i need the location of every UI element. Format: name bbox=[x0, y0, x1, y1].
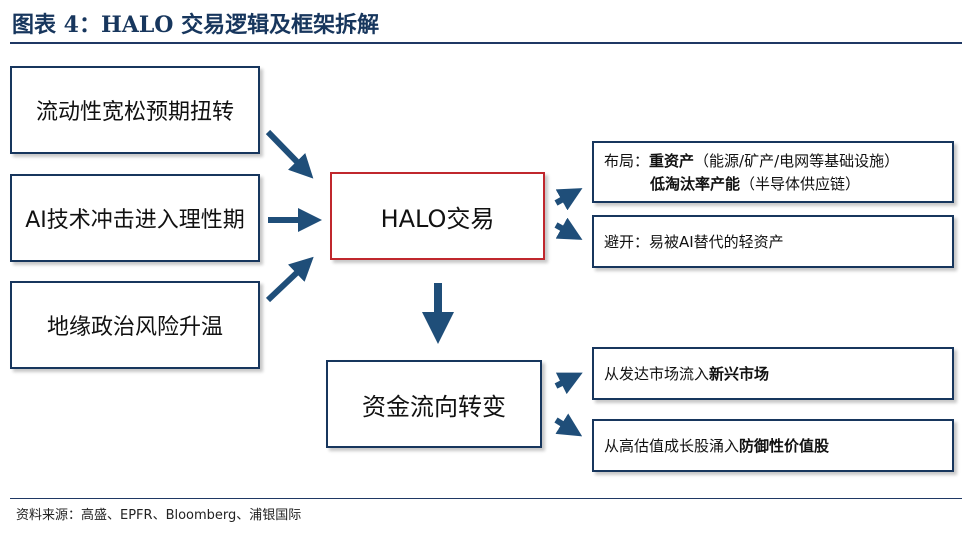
figure-title: 图表 4：HALO 交易逻辑及框架拆解 bbox=[12, 12, 380, 38]
arrow-liquidity-to-halo bbox=[265, 129, 314, 179]
source-note: 资料来源：高盛、EPFR、Bloomberg、浦银国际 bbox=[16, 508, 302, 523]
avoid-label: 避开：易被AI替代的轻资产 bbox=[604, 233, 784, 251]
arrow-geopolitics-to-halo bbox=[265, 256, 314, 303]
low-obsolescence-label: 低淘汰率产能 bbox=[650, 175, 741, 193]
emerging-markets-label: 新兴市场 bbox=[709, 365, 770, 383]
layout-line-1: 布局：重资产（能源/矿产/电网等基础设施） bbox=[604, 150, 899, 171]
driver-label: 地缘政治风险升温 bbox=[46, 315, 223, 340]
capital-flow-box: 资金流向转变 bbox=[326, 360, 542, 448]
halo-trade-label: HALO交易 bbox=[380, 204, 495, 233]
heavy-assets-label: 重资产 bbox=[649, 152, 695, 170]
avoid-box: 避开：易被AI替代的轻资产 bbox=[592, 215, 954, 268]
arrow-flow-to-emerging bbox=[554, 372, 583, 395]
halo-trade-box: HALO交易 bbox=[330, 172, 545, 260]
driver-label: AI技术冲击进入理性期 bbox=[25, 208, 245, 233]
driver-label: 流动性宽松预期扭转 bbox=[35, 100, 234, 125]
source-divider bbox=[10, 498, 962, 499]
defensive-value-prefix: 从高估值成长股涌入 bbox=[604, 437, 740, 455]
defensive-value-line: 从高估值成长股涌入防御性价值股 bbox=[604, 435, 829, 456]
arrow-halo-to-layout bbox=[554, 188, 583, 211]
defensive-value-box: 从高估值成长股涌入防御性价值股 bbox=[592, 419, 954, 472]
emerging-markets-line: 从发达市场流入新兴市场 bbox=[604, 363, 769, 384]
arrow-halo-to-avoid bbox=[554, 217, 583, 240]
layout-box: 布局：重资产（能源/矿产/电网等基础设施） 低淘汰率产能（半导体供应链） bbox=[592, 141, 954, 203]
capital-flow-label: 资金流向转变 bbox=[362, 392, 506, 421]
driver-box-liquidity: 流动性宽松预期扭转 bbox=[10, 66, 260, 154]
title-divider bbox=[10, 42, 962, 44]
heavy-assets-detail: （能源/矿产/电网等基础设施） bbox=[694, 152, 900, 170]
driver-box-ai: AI技术冲击进入理性期 bbox=[10, 174, 260, 262]
low-obsolescence-detail: （半导体供应链） bbox=[740, 175, 861, 193]
emerging-markets-box: 从发达市场流入新兴市场 bbox=[592, 347, 954, 400]
defensive-value-label: 防御性价值股 bbox=[739, 437, 830, 455]
arrow-flow-to-defensive bbox=[554, 413, 583, 437]
emerging-markets-prefix: 从发达市场流入 bbox=[604, 365, 710, 383]
driver-box-geopolitics: 地缘政治风险升温 bbox=[10, 281, 260, 369]
layout-line-2: 低淘汰率产能（半导体供应链） bbox=[604, 173, 899, 194]
layout-prefix: 布局： bbox=[604, 152, 650, 170]
